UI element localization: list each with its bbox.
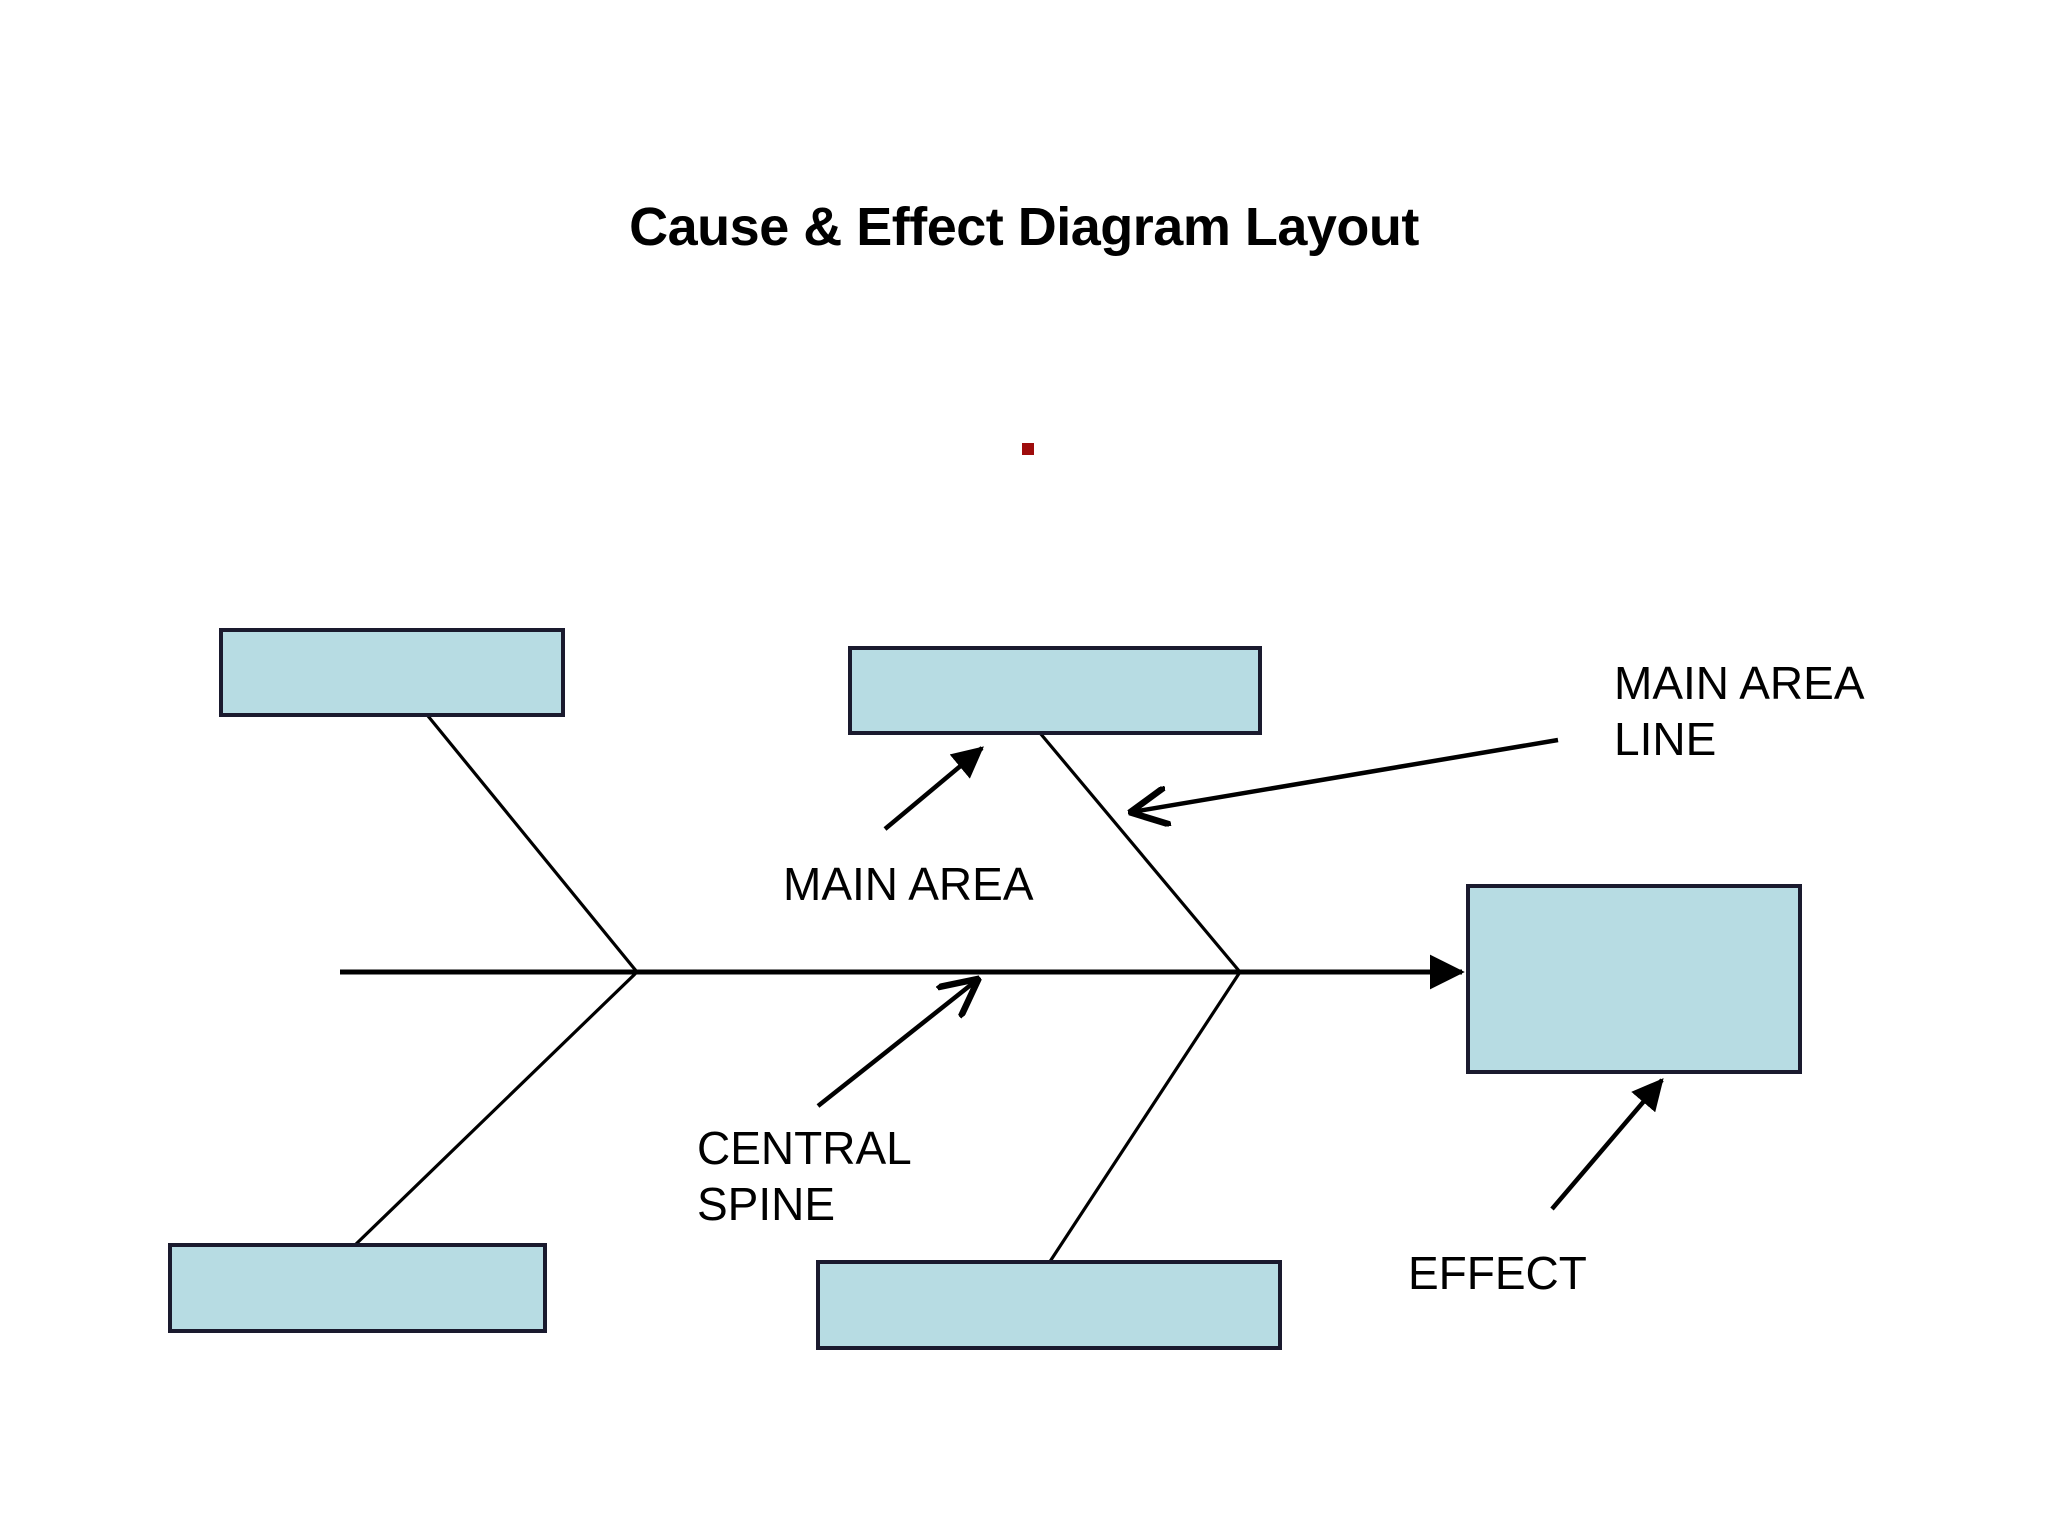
category-box-bottom-center[interactable]: [816, 1260, 1282, 1350]
callout-arrow-central-spine: [816, 980, 977, 1108]
bone-line-top-center: [1038, 731, 1242, 974]
callout-arrow-main-area-line: [1132, 737, 1559, 812]
category-box-top-center[interactable]: [848, 646, 1262, 735]
callout-arrow-effect: [1550, 1078, 1664, 1211]
bone-line-top-left: [426, 714, 639, 974]
callout-label-main-area-line: MAIN AREA LINE: [1614, 657, 1865, 765]
callout-label-main-area: MAIN AREA: [783, 858, 1034, 910]
category-box-bottom-left[interactable]: [168, 1243, 547, 1333]
page-title: Cause & Effect Diagram Layout: [629, 197, 1419, 257]
callout-label-effect: EFFECT: [1408, 1247, 1587, 1299]
effect-box[interactable]: [1466, 884, 1802, 1074]
bone-line-bottom-center: [1047, 971, 1242, 1264]
bone-line-bottom-left: [352, 970, 639, 1248]
category-box-top-left[interactable]: [219, 628, 565, 717]
callout-label-central-spine: CENTRAL SPINE: [697, 1122, 912, 1230]
red-square-marker-icon: [1022, 443, 1034, 455]
callout-arrow-main-area: [883, 746, 984, 831]
